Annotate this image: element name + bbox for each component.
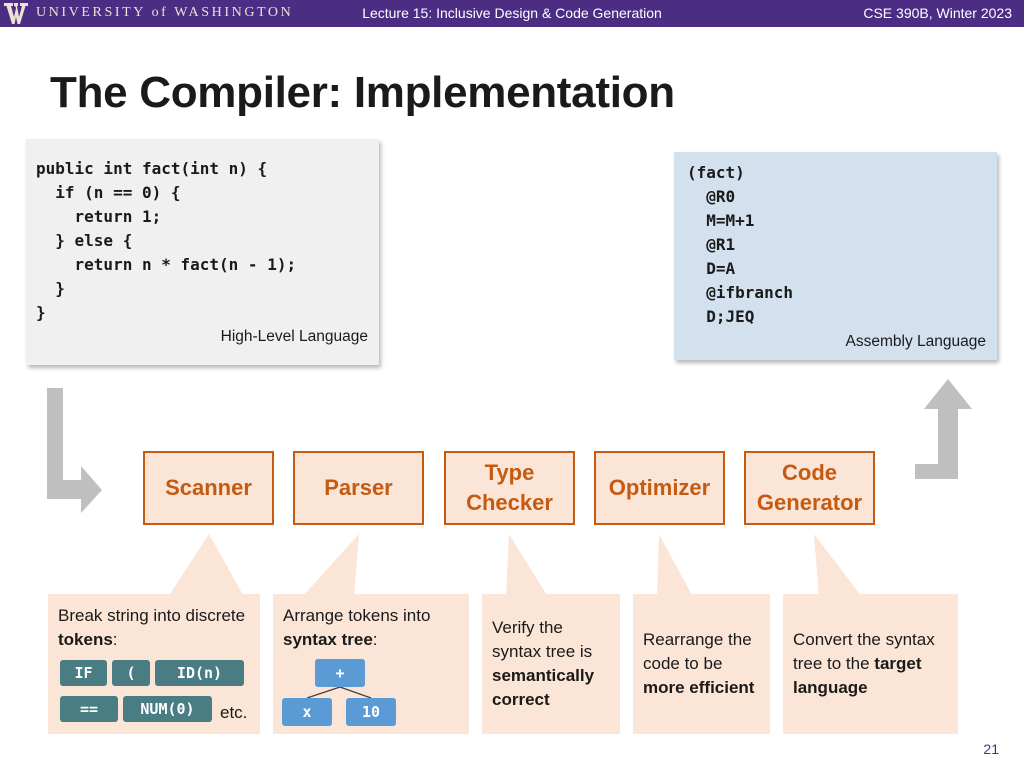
stage-scanner: Scanner (143, 451, 274, 525)
assembly-code-box: (fact) @R0 M=M+1 @R1 D=A @ifbranch D;JEQ… (674, 152, 997, 360)
token-id: ID(n) (155, 660, 244, 686)
down-right-arrow-icon (47, 388, 102, 513)
slide-header: UNIVERSITY of WASHINGTON Lecture 15: Inc… (0, 0, 1024, 27)
stage-parser: Parser (293, 451, 424, 525)
stage-code-generator: Code Generator (744, 451, 875, 525)
stage-optimizer: Optimizer (594, 451, 725, 525)
assembly-label: Assembly Language (845, 333, 986, 350)
course-name: CSE 390B, Winter 2023 (863, 5, 1012, 21)
university-name: UNIVERSITY of WASHINGTON (36, 5, 294, 20)
slide-title: The Compiler: Implementation (50, 68, 675, 117)
tree-node-root: + (315, 659, 365, 687)
stage-type-checker: Type Checker (444, 451, 575, 525)
tree-node-left: x (282, 698, 332, 726)
token-if: IF (60, 660, 107, 686)
token-eq: == (60, 696, 118, 722)
up-arrow-icon (915, 379, 972, 479)
tree-node-right: 10 (346, 698, 396, 726)
type-checker-description: Verify the syntax tree is semantically c… (482, 594, 620, 734)
uw-logo-icon (4, 3, 28, 24)
assembly-code: (fact) @R0 M=M+1 @R1 D=A @ifbranch D;JEQ (687, 163, 793, 326)
lecture-title: Lecture 15: Inclusive Design & Code Gene… (362, 5, 662, 21)
optimizer-description: Rearrange the code to be more efficient (633, 594, 770, 734)
token-num: NUM(0) (123, 696, 212, 722)
token-lparen: ( (112, 660, 150, 686)
high-level-label: High-Level Language (220, 328, 368, 345)
code-generator-description: Convert the syntax tree to the target la… (783, 594, 958, 734)
tokens-etc: etc. (220, 703, 248, 722)
page-number: 21 (983, 741, 999, 757)
high-level-code-box: public int fact(int n) { if (n == 0) { r… (26, 139, 379, 365)
high-level-code: public int fact(int n) { if (n == 0) { r… (36, 159, 297, 322)
